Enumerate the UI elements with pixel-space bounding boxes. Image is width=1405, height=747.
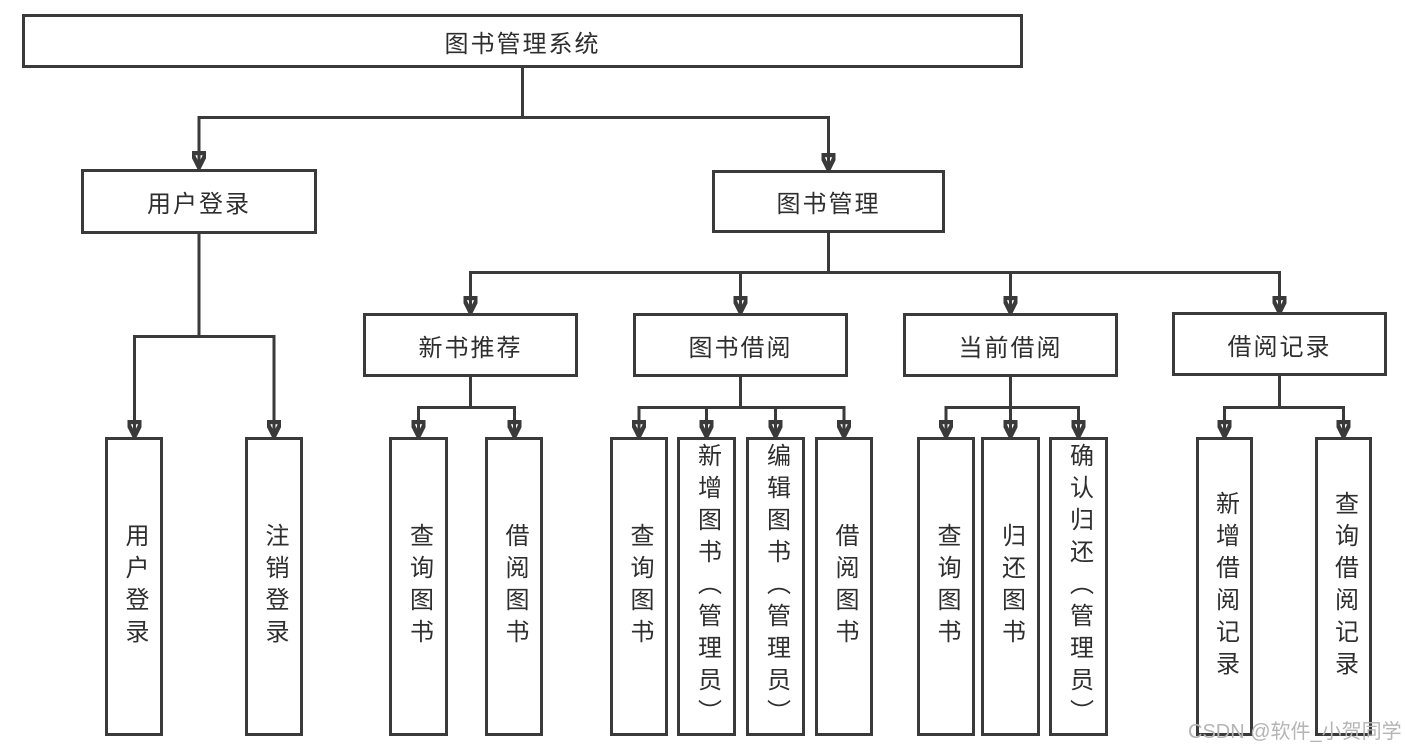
node-leaf-bb-add-books-admin: 新增图书（管理员） — [677, 437, 736, 736]
node-borrow-records: 借阅记录 — [1172, 312, 1387, 376]
node-leaf-cb-query-books-label: 查询图书 — [933, 522, 960, 651]
node-leaf-logout-label: 注销登录 — [261, 522, 288, 651]
node-leaf-bb-borrow-books-label: 借阅图书 — [831, 522, 858, 651]
node-leaf-bb-edit-books-admin-label: 编辑图书（管理员） — [762, 442, 790, 731]
edge-newbook-branch — [419, 406, 515, 436]
node-book-management: 图书管理 — [712, 170, 945, 233]
node-leaf-bb-query-books: 查询图书 — [610, 437, 668, 736]
node-leaf-br-query-record-label: 查询借阅记录 — [1330, 490, 1358, 683]
node-leaf-nb-borrow-books: 借阅图书 — [485, 437, 543, 736]
edge-login-branch — [135, 335, 275, 436]
node-leaf-br-query-record: 查询借阅记录 — [1315, 437, 1372, 736]
node-leaf-nb-query-books: 查询图书 — [389, 437, 448, 736]
node-leaf-bb-query-books-label: 查询图书 — [626, 522, 653, 651]
node-leaf-bb-add-books-admin-label: 新增图书（管理员） — [693, 442, 721, 731]
node-leaf-logout: 注销登录 — [245, 437, 303, 736]
node-leaf-nb-borrow-books-label: 借阅图书 — [501, 522, 528, 651]
node-leaf-cb-confirm-return-admin: 确认归还（管理员） — [1049, 437, 1108, 736]
node-leaf-bb-edit-books-admin: 编辑图书（管理员） — [746, 437, 805, 736]
node-new-book-recommendation: 新书推荐 — [363, 313, 578, 377]
csdn-watermark: CSDN @软件_小贺同学 — [1188, 721, 1402, 743]
node-user-login: 用户登录 — [81, 169, 317, 234]
edge-records-branch — [1225, 406, 1344, 436]
node-root: 图书管理系统 — [22, 14, 1023, 68]
node-leaf-cb-return-books-label: 归还图书 — [997, 522, 1025, 651]
node-leaf-br-add-record-label: 新增借阅记录 — [1211, 490, 1239, 683]
node-current-borrowing: 当前借阅 — [903, 313, 1118, 377]
node-leaf-bb-borrow-books: 借阅图书 — [815, 437, 873, 736]
node-leaf-br-add-record: 新增借阅记录 — [1196, 437, 1253, 736]
node-leaf-nb-query-books-label: 查询图书 — [405, 522, 433, 651]
node-leaf-cb-return-books: 归还图书 — [981, 437, 1040, 736]
node-leaf-user-login: 用户登录 — [105, 437, 163, 736]
node-leaf-cb-query-books: 查询图书 — [917, 437, 975, 736]
node-book-borrowing: 图书借阅 — [633, 313, 848, 377]
node-leaf-cb-confirm-return-admin-label: 确认归还（管理员） — [1065, 442, 1093, 731]
edge-root-branch — [199, 116, 829, 169]
node-leaf-user-login-label: 用户登录 — [121, 522, 148, 651]
